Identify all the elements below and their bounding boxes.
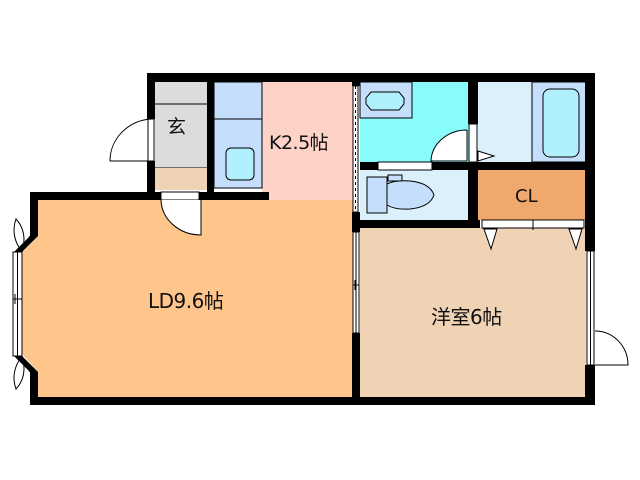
toilet-tank-top [387, 174, 403, 182]
entrance-door[interactable] [109, 118, 155, 162]
room-kitchen [262, 82, 354, 200]
room-genkan [155, 82, 207, 168]
room-closet [478, 170, 586, 220]
door-western-exterior[interactable] [594, 330, 629, 366]
door-washroom[interactable] [377, 129, 468, 171]
toilet-tank [366, 176, 388, 214]
bay-window-floor [22, 236, 38, 372]
closet-doors[interactable] [481, 219, 585, 251]
toilet-bowl-icon [386, 180, 435, 210]
bay-window [12, 218, 38, 390]
walls [30, 73, 595, 405]
genkan-step [155, 168, 207, 190]
washbasin-icon [365, 91, 405, 111]
room-western [360, 228, 586, 398]
sliding-door-western [352, 231, 360, 334]
door-bath[interactable] [468, 123, 496, 163]
window-western-right [586, 250, 595, 366]
bathtub-icon [542, 88, 580, 158]
sliding-partition [352, 85, 359, 213]
room-bath [478, 82, 532, 162]
door-genkan-ld[interactable] [160, 191, 202, 236]
sink-icon [225, 147, 255, 181]
